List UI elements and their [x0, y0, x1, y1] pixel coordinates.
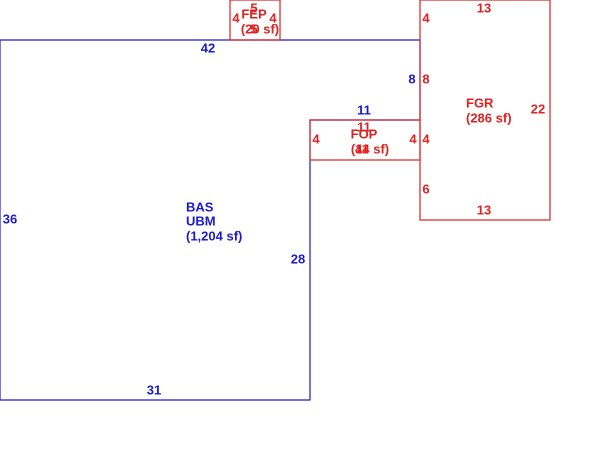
fgr-right-dimension: 22: [531, 101, 545, 116]
bas-right-upper-dimension: 8: [408, 71, 415, 86]
fgr-left-mid-dimension: 8: [422, 71, 429, 86]
fop-left-dimension: 4: [312, 131, 320, 146]
bas-area-label: (1,204 sf): [186, 228, 242, 243]
bas-right-lower-dimension: 28: [291, 251, 305, 266]
fep-top-dimension: 5: [250, 0, 257, 15]
fop-right-dimension: 4: [409, 131, 417, 146]
fgr-top-dimension: 13: [477, 0, 491, 15]
fep-bottom-dimension: 5: [250, 21, 257, 36]
bas-bottom-dimension: 31: [147, 382, 161, 397]
fep-area-label: (20 sf): [241, 21, 279, 36]
fep-left-dimension: 4: [232, 10, 240, 25]
fgr-area-label: (286 sf): [466, 110, 512, 125]
fop-code-label: FOP: [351, 126, 378, 141]
fop-area-label: (44 sf): [351, 141, 389, 156]
bas-top-dimension: 42: [201, 40, 215, 55]
fop-top-dimension: 11: [357, 119, 371, 134]
fop-bottom-dimension: 11: [355, 141, 369, 156]
bas-subcode-label: UBM: [186, 213, 216, 228]
fgr-left-top-dimension: 4: [422, 10, 430, 25]
fgr-left-fop-dimension: 4: [422, 131, 430, 146]
bas-left-dimension: 36: [3, 211, 17, 226]
fgr-bottom-dimension: 13: [477, 202, 491, 217]
fep-outline: [229, 0, 281, 41]
bas-notch-top-dimension: 11: [357, 102, 371, 117]
fep-right-dimension: 4: [269, 10, 277, 25]
fgr-code-label: FGR: [466, 95, 494, 110]
fep-code-label: FEP: [241, 6, 267, 21]
fgr-outline: [419, 0, 551, 221]
bas-code-label: BAS: [186, 199, 214, 214]
fgr-left-bottom-dimension: 6: [422, 181, 429, 196]
